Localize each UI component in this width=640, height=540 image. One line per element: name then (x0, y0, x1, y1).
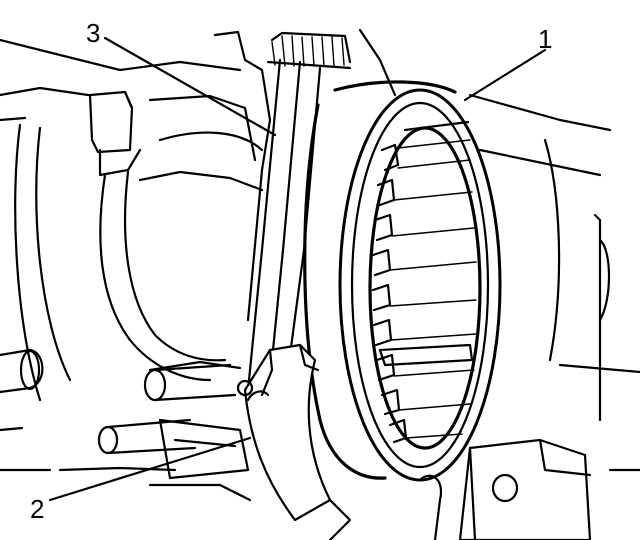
callout-1: 1 (463, 24, 552, 102)
leader-line-1 (463, 48, 547, 102)
mounting-bracket (418, 438, 640, 540)
synchronizer-sleeve (303, 80, 502, 482)
callout-3: 3 (86, 18, 277, 137)
shift-fork (236, 343, 352, 540)
spline-teeth (371, 120, 477, 444)
shift-fork-left (88, 90, 227, 382)
callout-label-2: 2 (30, 494, 44, 524)
callout-2: 2 (30, 436, 252, 524)
leader-line-3 (103, 36, 277, 137)
callout-label-1: 1 (538, 24, 552, 54)
callout-label-3: 3 (86, 18, 100, 48)
transmission-case-outline (0, 38, 640, 422)
leader-line-2 (48, 436, 252, 502)
lower-shafts (0, 348, 252, 502)
